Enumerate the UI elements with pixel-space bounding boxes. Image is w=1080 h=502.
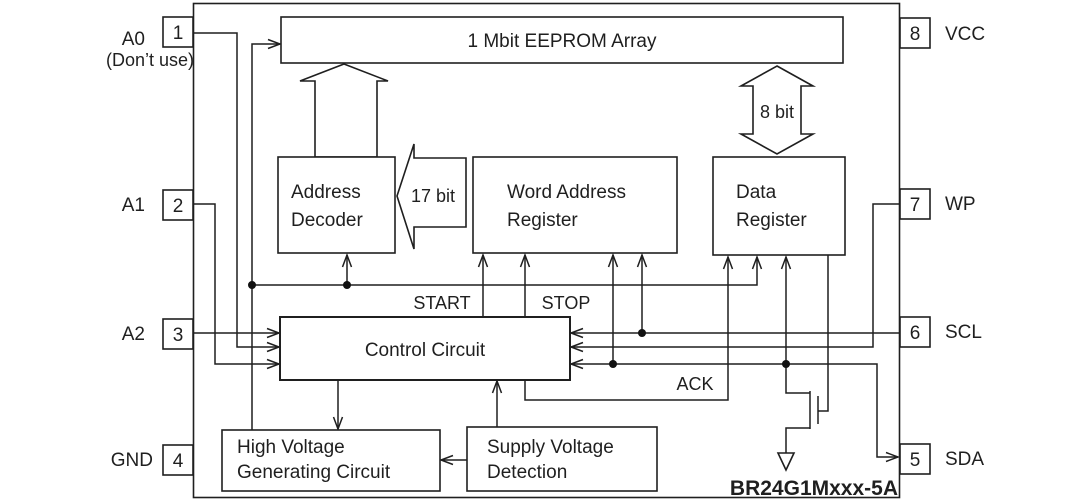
pin-7-box xyxy=(899,188,931,220)
junction-dot xyxy=(782,360,790,368)
pin-5-box xyxy=(899,443,931,475)
word-address-register-box xyxy=(472,156,678,254)
arrowhead-ack-into-data-register xyxy=(722,254,734,270)
pin-6-number: 6 xyxy=(910,323,921,344)
wires xyxy=(193,32,900,461)
wire-sda xyxy=(571,363,898,458)
part-number-label: BR24G1Mxxx-5A xyxy=(730,477,898,500)
bus-width-8bit-label: 8 bit xyxy=(760,102,794,122)
mosfet-drain-wire xyxy=(785,364,810,394)
pin-5-name: SDA xyxy=(945,449,984,470)
svd-box xyxy=(466,426,658,492)
arrowhead-sda-into-war xyxy=(607,252,619,268)
pin-7-name: WP xyxy=(945,194,976,215)
ground-arrow-icon xyxy=(776,452,796,472)
pin-3: 3 A2 xyxy=(122,318,194,350)
block-data-register: Data Register xyxy=(712,156,846,256)
arrowhead-svd-into-hvgc xyxy=(438,454,454,466)
arrowhead-into-address-decoder xyxy=(341,252,353,268)
eeprom-array-box xyxy=(280,16,844,64)
pin-5-number: 5 xyxy=(910,450,921,471)
arrowhead-scl-into-war xyxy=(636,252,648,268)
block-word-address-register: Word Address Register xyxy=(472,156,678,254)
wire-ack xyxy=(524,257,729,401)
arrowhead-into-eeprom xyxy=(267,38,283,50)
pin-1-number: 1 xyxy=(173,23,184,44)
word-address-register-label-line1: Word Address xyxy=(507,182,626,203)
arrowhead-stop-into-war xyxy=(519,252,531,268)
pin-2-box xyxy=(162,189,194,221)
hvgc-label-line1: High Voltage xyxy=(237,437,345,458)
mosfet-source-wire xyxy=(785,427,810,453)
decode-bus-block-arrow-icon xyxy=(396,143,467,250)
pin-4-number: 4 xyxy=(173,451,184,472)
pin-2: 2 A1 xyxy=(122,189,194,221)
data-register-label-line1: Data xyxy=(736,182,777,203)
bus-width-17bit-label: 17 bit xyxy=(411,186,455,206)
pin-8-name: VCC xyxy=(945,24,985,45)
pin-6-name: SCL xyxy=(945,322,982,343)
junction-dot xyxy=(343,281,351,289)
pin-8: 8 VCC xyxy=(899,17,985,49)
junction-dot xyxy=(609,360,617,368)
wire-wp xyxy=(571,203,900,348)
pin-1-name: A0 xyxy=(122,29,145,50)
arrowhead-sda-into-data-register xyxy=(780,254,792,270)
sda-output-mosfet xyxy=(776,364,819,472)
wire-hv-bus-horizontal xyxy=(252,257,758,286)
wire-a0-to-control xyxy=(193,32,279,348)
hvgc-box xyxy=(221,429,441,492)
control-circuit-box xyxy=(279,316,571,381)
pin-2-number: 2 xyxy=(173,196,184,217)
block-supply-voltage-detection: Supply Voltage Detection xyxy=(466,426,658,492)
pin-4-box xyxy=(162,444,194,476)
data-bus-block-arrow-icon xyxy=(737,65,817,155)
data-register-box xyxy=(712,156,846,256)
hvgc-label-line2: Generating Circuit xyxy=(237,462,391,483)
block-eeprom-array: 1 Mbit EEPROM Array xyxy=(280,16,844,64)
junction-dot xyxy=(248,281,256,289)
data-register-label-line2: Register xyxy=(736,210,807,231)
wire-hv-bus-vertical xyxy=(251,43,280,430)
pin-5: 5 SDA xyxy=(899,443,984,475)
control-circuit-label: Control Circuit xyxy=(365,340,486,361)
junction-dots xyxy=(248,281,790,368)
pin-1-box xyxy=(162,16,194,48)
pin-1: 1 A0 (Don’t use) xyxy=(106,16,194,70)
arrowhead-control-into-hvgc xyxy=(332,416,344,432)
arrowhead-start-into-war xyxy=(477,252,489,268)
wire-a1-to-control xyxy=(193,203,279,365)
wire-data-register-to-gate xyxy=(818,255,829,412)
pin-3-name: A2 xyxy=(122,324,145,345)
arrowhead-hv-into-data-register xyxy=(751,254,763,270)
pin-6-box xyxy=(899,316,931,348)
block-high-voltage-generating-circuit: High Voltage Generating Circuit xyxy=(221,429,441,492)
pin-7: 7 WP xyxy=(899,188,976,220)
pin-4-name: GND xyxy=(111,450,153,471)
address-decoder-box xyxy=(277,156,396,254)
pin-3-box xyxy=(162,318,194,350)
arrowhead-into-sda-pin xyxy=(885,451,901,463)
pin-1-note: (Don’t use) xyxy=(106,50,194,70)
pin-2-name: A1 xyxy=(122,195,145,216)
pin-7-number: 7 xyxy=(910,195,921,216)
svd-label-line1: Supply Voltage xyxy=(487,437,614,458)
svd-label-line2: Detection xyxy=(487,462,567,483)
word-address-register-label-line2: Register xyxy=(507,210,578,231)
ack-label: ACK xyxy=(676,374,713,394)
pin-8-box xyxy=(899,17,931,49)
pin-6: 6 SCL xyxy=(899,316,982,348)
address-decoder-label-line2: Decoder xyxy=(291,210,363,231)
block-address-decoder: Address Decoder xyxy=(277,156,396,254)
block-control-circuit: Control Circuit xyxy=(279,316,571,381)
eeprom-array-label: 1 Mbit EEPROM Array xyxy=(468,31,657,52)
start-label: START xyxy=(413,293,470,313)
pin-4: 4 GND xyxy=(111,444,194,476)
pin-3-number: 3 xyxy=(173,325,184,346)
stop-label: STOP xyxy=(542,293,591,313)
junction-dot xyxy=(638,329,646,337)
pin-8-number: 8 xyxy=(910,24,921,45)
address-decoder-label-line1: Address xyxy=(291,182,361,203)
